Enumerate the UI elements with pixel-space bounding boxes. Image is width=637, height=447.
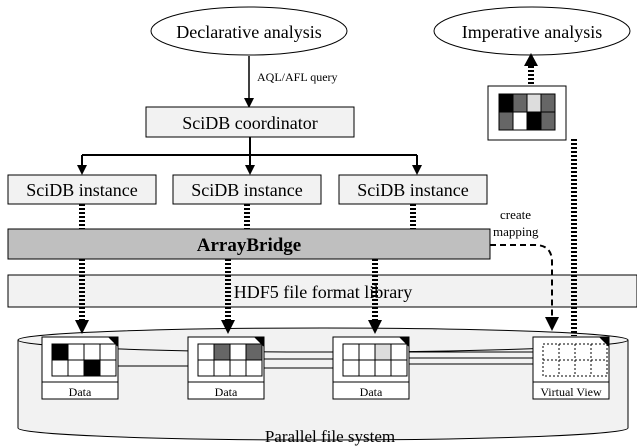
result-cell [498,111,514,131]
file-cell [213,359,231,377]
declarative-analysis-label: Declarative analysis [176,22,321,42]
file-caption: Virtual View [540,385,602,399]
scidb-instance-3: SciDB instance [338,174,488,205]
file-cell [213,343,231,361]
file-cell [358,359,376,377]
result-cell [526,111,542,131]
file-cell [229,359,247,377]
coordinator-connectors [77,137,422,175]
file-cell [67,359,85,377]
data-file: Data [41,336,119,400]
mapping-label: mapping [493,224,539,239]
parallel-file-system: Parallel file system [17,327,629,446]
scidb-instance-label: SciDB instance [26,180,137,200]
pfs-label: Parallel file system [265,427,395,446]
virtual-view-file: Virtual View [532,336,610,400]
file-cell [83,359,101,377]
result-array-grid [498,93,556,131]
file-cell [358,343,376,361]
file-cell [374,359,392,377]
coordinator-label: SciDB coordinator [182,113,317,133]
file-caption: Data [215,385,238,399]
file-cell [374,343,392,361]
file-cell [342,343,360,361]
file-caption: Data [69,385,92,399]
scidb-instance-label: SciDB instance [357,180,468,200]
result-cell [540,93,556,113]
arraybridge-box: ArrayBridge [7,228,491,260]
file-cell [245,343,263,361]
result-array-box [487,85,567,141]
file-arrowheads [75,53,538,334]
file-cell [51,359,69,377]
instance-to-arraybridge-links [79,204,416,229]
file-cell [197,343,215,361]
result-cell [498,93,514,113]
file-cell [197,359,215,377]
file-cell [229,343,247,361]
declarative-analysis-node: Declarative analysis [150,6,348,56]
file-cell [83,343,101,361]
coordinator-box: SciDB coordinator [145,106,355,138]
scidb-instance-2: SciDB instance [172,174,322,205]
scidb-instance-label: SciDB instance [191,180,302,200]
create-mapping-arrow [490,244,559,331]
hdf5-library-box: HDF5 file format library [7,274,637,308]
file-cell [99,343,117,361]
files-group: Data Data Data Virtual View [41,336,610,400]
file-cell [51,343,69,361]
file-cell [342,359,360,377]
arraybridge-label: ArrayBridge [197,235,301,256]
file-cell [390,343,408,361]
hdf5-label: HDF5 file format library [234,282,412,302]
imperative-analysis-label: Imperative analysis [462,22,602,42]
file-link-lines [118,351,533,369]
scidb-instance-1: SciDB instance [7,174,157,205]
arraybridge-to-files-links [79,66,577,336]
result-cell [512,111,528,131]
imperative-analysis-node: Imperative analysis [433,6,631,56]
file-cell [245,359,263,377]
file-cell [390,359,408,377]
data-file: Data [187,336,265,400]
create-label: create [500,207,531,222]
file-cell [99,359,117,377]
result-cell [526,93,542,113]
file-caption: Data [360,385,383,399]
result-cell [512,93,528,113]
file-cell [67,343,85,361]
query-label: AQL/AFL query [257,70,338,84]
data-file: Data [332,336,410,400]
result-cell [540,111,556,131]
